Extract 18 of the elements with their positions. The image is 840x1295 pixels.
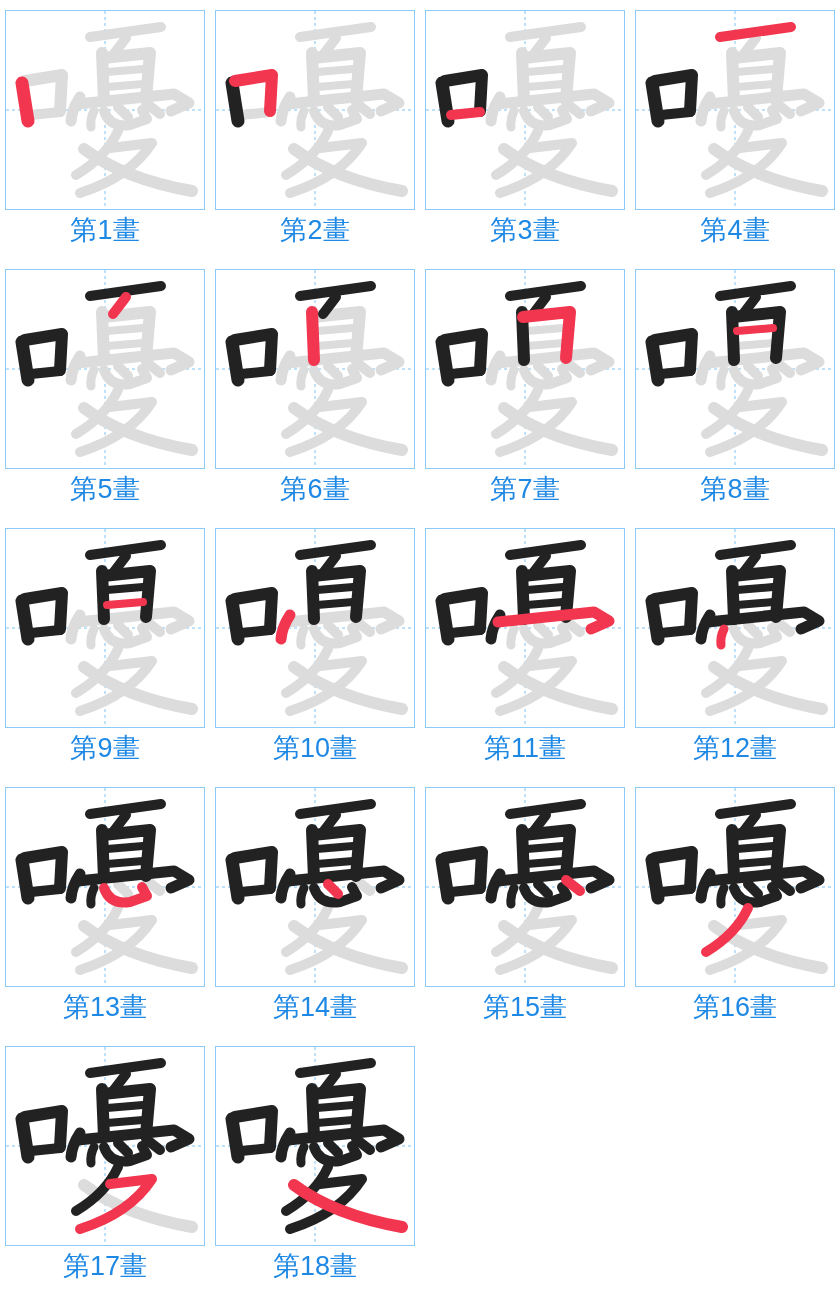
stroke-number-caption: 第6畫 [280,473,350,505]
stroke-number-caption: 第15畫 [482,991,567,1023]
stroke-number-caption: 第4畫 [700,214,770,246]
stroke-number-caption: 第17畫 [62,1250,147,1282]
stroke-number-caption: 第10畫 [272,732,357,764]
stroke-number-caption: 第14畫 [272,991,357,1023]
stroke-number-caption: 第16畫 [692,991,777,1023]
stroke-number-caption: 第12畫 [692,732,777,764]
stroke-number-caption: 第8畫 [700,473,770,505]
stroke-number-caption: 第5畫 [70,473,140,505]
stroke-number-caption: 第18畫 [272,1250,357,1282]
stroke-number-caption: 第11畫 [484,732,566,764]
stroke-number-caption: 第1畫 [70,214,140,246]
stroke-number-caption: 第2畫 [280,214,350,246]
stroke-number-caption: 第3畫 [490,214,560,246]
stroke-number-caption: 第9畫 [70,732,140,764]
stroke-number-caption: 第13畫 [62,991,147,1023]
stroke-number-caption: 第7畫 [490,473,560,505]
